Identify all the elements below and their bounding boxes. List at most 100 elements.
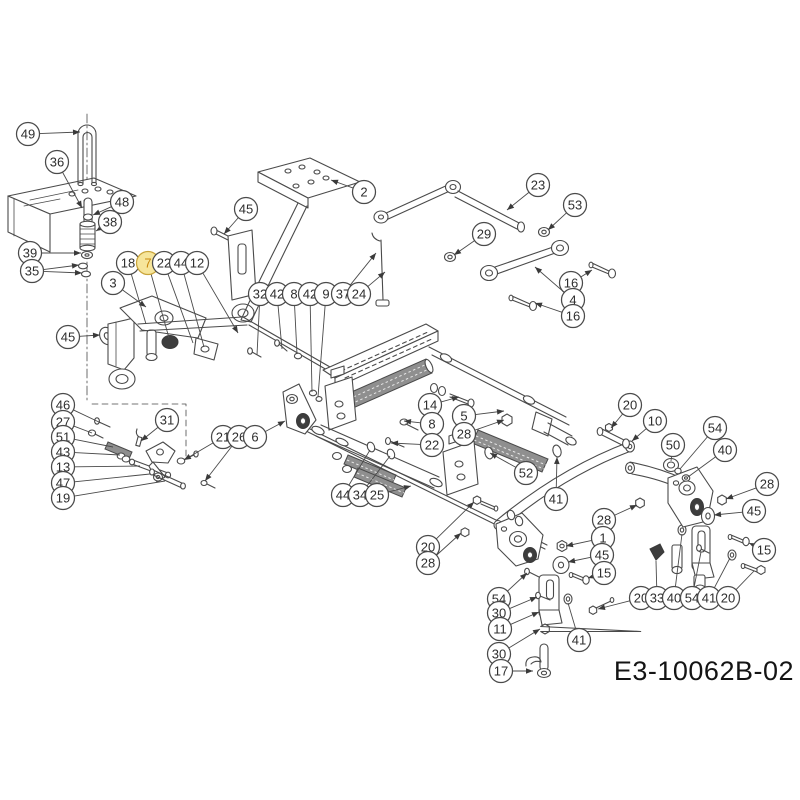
leader-arrowhead [554, 457, 560, 465]
callout-circle [754, 471, 780, 497]
callout-21[interactable]: 21 [183, 424, 236, 461]
callout-28[interactable]: 28 [591, 504, 638, 533]
callout-25[interactable]: 25 [364, 482, 412, 508]
callout-circle [346, 281, 372, 307]
callout-number: 39 [23, 246, 37, 261]
callout-45[interactable]: 45 [713, 498, 767, 524]
callout-8[interactable]: 8 [403, 411, 445, 437]
callout-53[interactable]: 53 [547, 192, 588, 231]
callout-number: 28 [457, 427, 471, 442]
callout-number: 41 [572, 633, 586, 648]
callout-45[interactable]: 45 [223, 196, 259, 235]
callout-40[interactable]: 40 [687, 437, 738, 478]
callout-35[interactable]: 35 [19, 258, 83, 284]
callout-number: 8 [428, 417, 435, 432]
callout-9[interactable]: 9 [313, 281, 339, 398]
callout-circle [97, 209, 123, 235]
callout-circle [660, 432, 686, 458]
callout-number: 20 [721, 591, 735, 606]
callout-20[interactable]: 20 [597, 585, 654, 611]
callout-number: 42 [270, 287, 284, 302]
callout-15[interactable]: 15 [748, 537, 777, 563]
callout-number: 13 [56, 460, 70, 475]
callout-33[interactable]: 33 [644, 560, 670, 611]
callout-number: 18 [121, 256, 135, 271]
callout-number: 34 [353, 488, 367, 503]
callout-16[interactable]: 16 [534, 302, 586, 329]
callout-32[interactable]: 32 [247, 281, 273, 356]
callout-39[interactable]: 39 [17, 240, 82, 266]
callout-24[interactable]: 24 [346, 271, 386, 307]
callout-40[interactable]: 40 [661, 533, 687, 611]
callout-23[interactable]: 23 [506, 172, 551, 211]
callout-48[interactable]: 48 [92, 189, 135, 216]
leader-arrowhead [404, 418, 412, 425]
leader-arrowhead [726, 493, 734, 500]
callout-38[interactable]: 38 [95, 209, 123, 235]
leader-arrowhead [451, 396, 459, 402]
leader-line [167, 273, 194, 344]
callout-54[interactable]: 54 [679, 415, 728, 470]
callout-20[interactable]: 20 [715, 570, 755, 611]
callout-circle [233, 196, 259, 222]
callout-number: 12 [190, 256, 204, 271]
callout-41[interactable]: 41 [543, 456, 569, 512]
callout-36[interactable]: 36 [44, 149, 83, 209]
callout-circle [451, 421, 477, 447]
callout-circle [642, 408, 668, 434]
callout-number: 44 [336, 488, 350, 503]
callout-circle [751, 537, 777, 563]
callout-20[interactable]: 20 [610, 392, 643, 429]
callout-17[interactable]: 17 [488, 658, 534, 684]
callout-number: 28 [597, 513, 611, 528]
callout-18[interactable]: 18 [115, 250, 147, 325]
callout-circle [702, 415, 728, 441]
callout-number: 28 [760, 477, 774, 492]
callout-14[interactable]: 14 [417, 392, 460, 418]
callout-12[interactable]: 12 [184, 250, 239, 334]
bottom-center-link-plate [524, 543, 665, 679]
callout-number: 22 [425, 438, 439, 453]
callout-10[interactable]: 10 [631, 408, 668, 442]
callout-11[interactable]: 11 [487, 611, 540, 642]
callout-15[interactable]: 15 [587, 560, 617, 586]
callout-circle [184, 250, 210, 276]
callout-28[interactable]: 28 [415, 532, 462, 576]
leader-arrowhead [548, 223, 556, 230]
callout-31[interactable]: 31 [140, 407, 180, 442]
leader-line [294, 305, 298, 355]
callout-1[interactable]: 1 [565, 525, 616, 551]
callout-19[interactable]: 19 [50, 480, 166, 511]
callout-circle [109, 189, 135, 215]
callout-number: 36 [50, 155, 64, 170]
callout-number: 41 [549, 492, 563, 507]
callout-circle [525, 172, 551, 198]
callout-41[interactable]: 41 [696, 557, 731, 611]
callout-52[interactable]: 52 [489, 452, 539, 486]
leader-line [348, 449, 371, 486]
callout-49[interactable]: 49 [15, 121, 81, 147]
callout-number: 23 [531, 178, 545, 193]
lower-left-bellcrank [460, 422, 645, 585]
leader-arrowhead [507, 203, 515, 210]
callout-42[interactable]: 42 [264, 281, 290, 350]
callout-number: 48 [115, 195, 129, 210]
callout-29[interactable]: 29 [453, 221, 497, 256]
callout-circle [154, 407, 180, 433]
callout-28[interactable]: 28 [451, 419, 505, 447]
callout-50[interactable]: 50 [660, 432, 686, 462]
leader-line [150, 273, 170, 339]
leader-arrowhead [496, 409, 504, 415]
leader-line [74, 473, 151, 483]
callout-28[interactable]: 28 [725, 471, 780, 500]
callout-54[interactable]: 54 [679, 551, 705, 611]
callout-45[interactable]: 45 [55, 324, 101, 350]
callout-22[interactable]: 22 [390, 432, 445, 458]
callout-41[interactable]: 41 [566, 602, 592, 653]
callout-2[interactable]: 2 [330, 179, 377, 205]
callout-circle [712, 437, 738, 463]
callout-6[interactable]: 6 [242, 420, 286, 450]
callout-number: 54 [708, 421, 722, 436]
leader-line [204, 445, 233, 482]
